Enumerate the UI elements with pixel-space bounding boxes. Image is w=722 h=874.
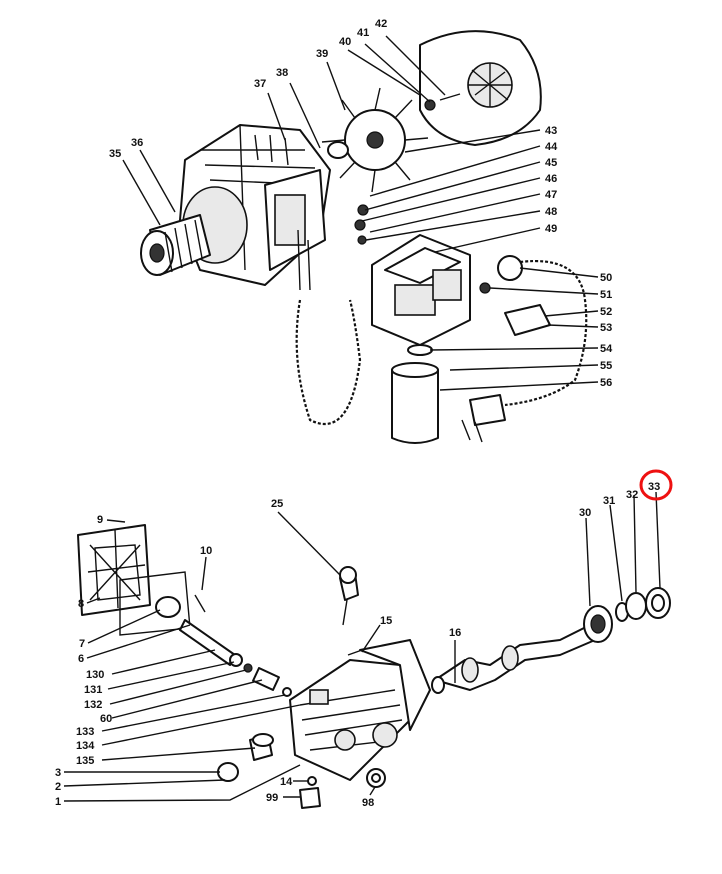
label-8: 8: [78, 598, 84, 610]
label-1: 1: [55, 796, 61, 808]
label-7: 7: [79, 638, 85, 650]
label-55: 55: [600, 360, 612, 372]
highlight-circle-33: [639, 469, 673, 501]
label-3: 3: [55, 767, 61, 779]
label-54: 54: [600, 343, 613, 355]
label-36: 36: [131, 137, 143, 149]
switch-and-cable: [295, 229, 588, 443]
label-33: 33: [648, 481, 660, 493]
label-2: 2: [55, 781, 61, 793]
label-6: 6: [78, 653, 84, 665]
leader-lines: [63, 35, 661, 802]
pump-small-parts: [217, 566, 386, 809]
label-56: 56: [600, 377, 612, 389]
label-52: 52: [600, 306, 612, 318]
label-38: 38: [276, 67, 288, 79]
label-41: 41: [357, 27, 369, 39]
label-45: 45: [545, 157, 557, 169]
label-133: 133: [76, 726, 94, 738]
valve-stack: [155, 594, 292, 697]
fan-cover: [419, 30, 542, 146]
label-42: 42: [375, 18, 387, 30]
label-51: 51: [600, 289, 612, 301]
capacitor: [391, 344, 439, 444]
label-50: 50: [600, 272, 612, 284]
label-39: 39: [316, 48, 328, 60]
motor-rotor: [140, 186, 248, 276]
label-35: 35: [109, 148, 121, 160]
crankshaft: [431, 624, 596, 694]
label-49: 49: [545, 223, 557, 235]
label-30: 30: [579, 507, 591, 519]
label-32: 32: [626, 489, 638, 501]
label-10: 10: [200, 545, 212, 557]
label-132: 132: [84, 699, 102, 711]
label-98: 98: [362, 797, 374, 809]
label-53: 53: [600, 322, 612, 334]
label-31: 31: [603, 495, 615, 507]
label-43: 43: [545, 125, 557, 137]
terminal-box: [354, 204, 471, 346]
label-9: 9: [97, 514, 103, 526]
bearing-and-seals: [583, 587, 671, 643]
valve-cover: [77, 524, 151, 616]
label-135: 135: [76, 755, 94, 767]
label-130: 130: [86, 669, 104, 681]
label-131: 131: [84, 684, 102, 696]
label-25: 25: [271, 498, 283, 510]
label-60: 60: [100, 713, 112, 725]
label-44: 44: [545, 141, 558, 153]
part-labels: 35 36 37 38 39 40 41 42 43 44 45 46 47 4…: [55, 18, 660, 809]
label-37: 37: [254, 78, 266, 90]
label-46: 46: [545, 173, 557, 185]
label-134: 134: [76, 740, 95, 752]
label-99: 99: [266, 792, 278, 804]
label-14: 14: [280, 776, 293, 788]
label-16: 16: [449, 627, 461, 639]
label-40: 40: [339, 36, 351, 48]
fan: [321, 87, 429, 193]
label-15: 15: [380, 615, 392, 627]
label-47: 47: [545, 189, 557, 201]
label-48: 48: [545, 206, 557, 218]
pump-head: [289, 639, 431, 781]
